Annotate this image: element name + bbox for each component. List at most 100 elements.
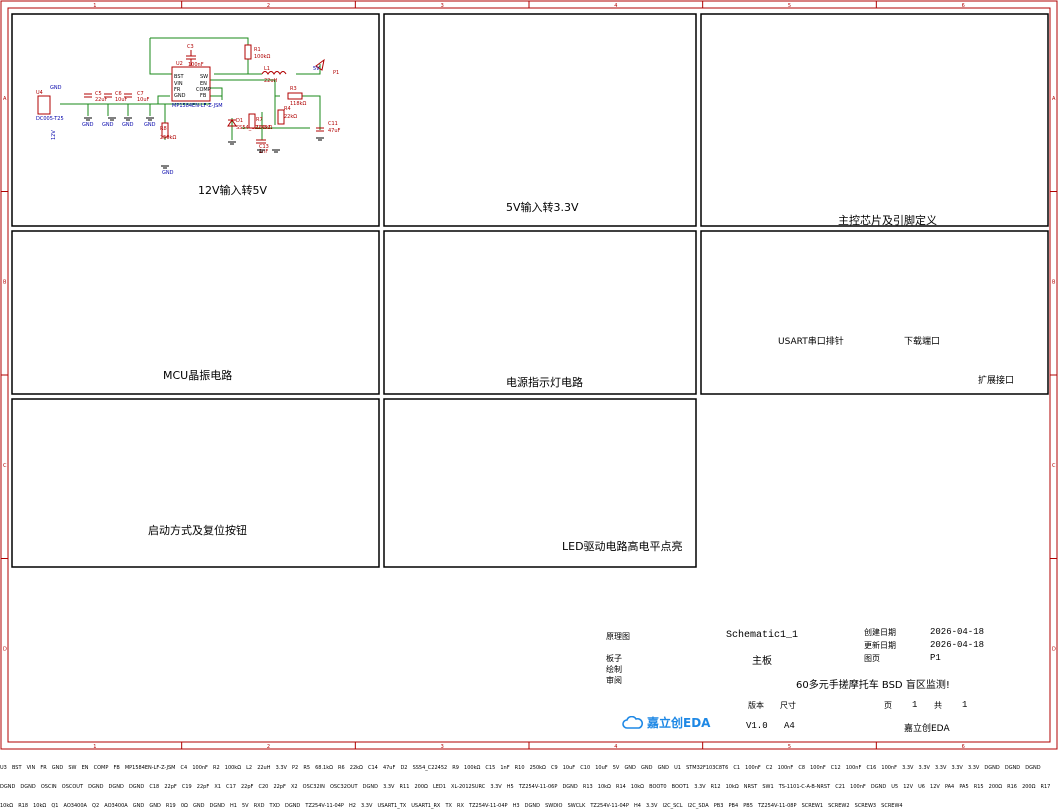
circuit-5v-to-3v3: U3 BST VIN FR GND SW EN COMP FB MP1584EN…: [0, 754, 674, 773]
tb-version: V1.0: [746, 721, 768, 731]
tb-label-create: 创建日期: [864, 628, 896, 637]
frame-row-label: B: [1052, 279, 1056, 285]
frame-col-label: 1: [93, 3, 96, 9]
svg-text:VIN: VIN: [174, 81, 183, 87]
frame-row-label: B: [3, 279, 7, 285]
frame-row-label: A: [3, 96, 7, 102]
svg-text:R4: R4: [284, 106, 291, 112]
panel-title-download: 下载端口: [904, 337, 941, 347]
panel-connectors-frame: [700, 230, 1049, 395]
circuit-boot-reset: 3.3V H5 TZ254V-11-06P DGND R13 10kΩ R14 …: [490, 773, 891, 792]
frame-row-label: D: [1052, 646, 1056, 652]
svg-text:250kΩ: 250kΩ: [160, 135, 176, 141]
frame-col-label: 5: [788, 744, 791, 750]
tb-company: 嘉立创EDA: [904, 724, 950, 734]
panel-led-frame: [383, 230, 697, 395]
panel-title-mcu: 主控芯片及引脚定义: [838, 214, 937, 227]
svg-text:C3: C3: [187, 44, 194, 50]
tb-create-date: 2026-04-18: [930, 627, 985, 637]
frame-col-label: 4: [614, 744, 617, 750]
svg-text:C7: C7: [137, 91, 144, 97]
u1-label: U1: [674, 765, 681, 771]
svg-text:22kΩ: 22kΩ: [284, 114, 297, 120]
h5-header: 3.3V H5 TZ254V-11-06P DGND R13 10kΩ R14 …: [490, 784, 887, 790]
tb-label-update: 更新日期: [864, 641, 896, 650]
panel-boot-frame: [11, 398, 380, 568]
tb-update-date: 2026-04-18: [930, 640, 985, 650]
svg-text:U4: U4: [36, 90, 43, 96]
circuit-connectors: H1 5V RXD TXD DGND TZ254V-11-04P H2 3.3V…: [230, 792, 903, 811]
svg-text:100kΩ: 100kΩ: [256, 125, 272, 131]
panel-title-boot: 启动方式及复位按钮: [148, 524, 247, 537]
svg-text:EN: EN: [200, 81, 207, 87]
u2-label: U2: [176, 61, 183, 67]
svg-text:GND: GND: [102, 122, 114, 128]
tb-label-review: 审阅: [606, 676, 622, 685]
svg-text:FB: FB: [200, 93, 207, 99]
svg-text:47uF: 47uF: [328, 128, 341, 134]
svg-text:22uH: 22uH: [264, 78, 278, 84]
tb-label-page: 图页: [864, 654, 880, 663]
h4-header: H4 3.3V I2C_SCL I2C_SDA PB3 PB4 PB5 TZ25…: [633, 803, 903, 809]
tb-board-name: 主板: [752, 656, 772, 667]
svg-text:C5: C5: [95, 91, 102, 97]
tb-page-name: P1: [930, 653, 941, 663]
panel-mcu-frame: [700, 13, 1049, 227]
circuit-crystal: OSCIN OSCOUT DGND DGND DGND C18 22pF C19…: [40, 784, 378, 790]
svg-text:R1: R1: [254, 47, 261, 53]
tb-page-total: 1: [962, 700, 968, 710]
tb-label-total: 共: [934, 701, 942, 710]
svg-text:22uF: 22uF: [95, 97, 108, 103]
tb-label-pages: 页: [884, 701, 892, 710]
svg-text:L1: L1: [264, 66, 270, 72]
u2-part: MP1584EN-LF-Z-JSM: [172, 103, 223, 109]
frame-row-label: C: [1052, 463, 1056, 469]
svg-text:BST: BST: [174, 74, 185, 80]
panel-driver-frame: [383, 398, 697, 568]
svg-text:COMP: COMP: [196, 87, 211, 93]
tb-label-version: 版本: [748, 701, 764, 710]
svg-text:1nF: 1nF: [259, 149, 268, 155]
panel-title-driver: LED驱动电路高电平点亮: [562, 540, 683, 553]
frame-col-label: 3: [441, 744, 444, 750]
svg-text:GND: GND: [82, 122, 94, 128]
svg-text:SW: SW: [200, 74, 208, 80]
frame-row-label: A: [1052, 96, 1056, 102]
frame-row-label: C: [3, 463, 7, 469]
panel-title-expansion: 扩展接口: [978, 376, 1015, 386]
frame-col-label: 5: [788, 3, 791, 9]
svg-text:R3: R3: [290, 86, 297, 92]
svg-text:C13: C13: [259, 144, 269, 150]
svg-text:GND: GND: [144, 122, 156, 128]
circuit-power-led: 3.3V R11 200Ω LED1 XL-2012SURC: [383, 784, 486, 790]
panel-title-12v: 12V输入转5V: [198, 184, 268, 197]
svg-text:R7: R7: [256, 117, 263, 123]
tb-size: A4: [784, 721, 795, 731]
tb-label-sheet: 原理图: [606, 632, 630, 641]
tb-project-title: 60多元手搓摩托车 BSD 盲区监测!: [796, 680, 950, 691]
tb-sheet-name: Schematic1_1: [726, 630, 799, 641]
frame-col-label: 2: [267, 3, 270, 9]
mcu-part: STM32F103C8T6: [686, 765, 729, 771]
tb-label-size: 尺寸: [780, 701, 796, 710]
frame-col-label: 3: [441, 3, 444, 9]
u3-chip: U3 BST VIN FR GND SW EN COMP FB MP1584EN…: [0, 765, 670, 771]
u3-label: U3: [0, 765, 7, 771]
svg-text:118kΩ: 118kΩ: [290, 101, 306, 107]
panel-12v-frame: [11, 13, 380, 227]
svg-text:10uF: 10uF: [115, 97, 128, 103]
frame-col-label: 6: [962, 3, 965, 9]
h3-header: H3 DGND SWDIO SWCLK TZ254V-11-04P H4 3.3…: [513, 792, 903, 811]
h2-header: H2 3.3V USART1_TX USART1_RX TX RX TZ254V…: [349, 792, 903, 811]
panel-title-led: 电源指示灯电路: [506, 376, 583, 389]
panel-xtal-frame: [11, 230, 380, 395]
svg-text:GND: GND: [162, 170, 174, 176]
panel-5v-frame: [383, 13, 697, 227]
svg-text:GND: GND: [50, 85, 62, 91]
cloud-logo-icon: [622, 715, 643, 729]
logo-text: 嘉立创EDA: [647, 716, 711, 730]
svg-text:P1: P1: [333, 70, 339, 76]
